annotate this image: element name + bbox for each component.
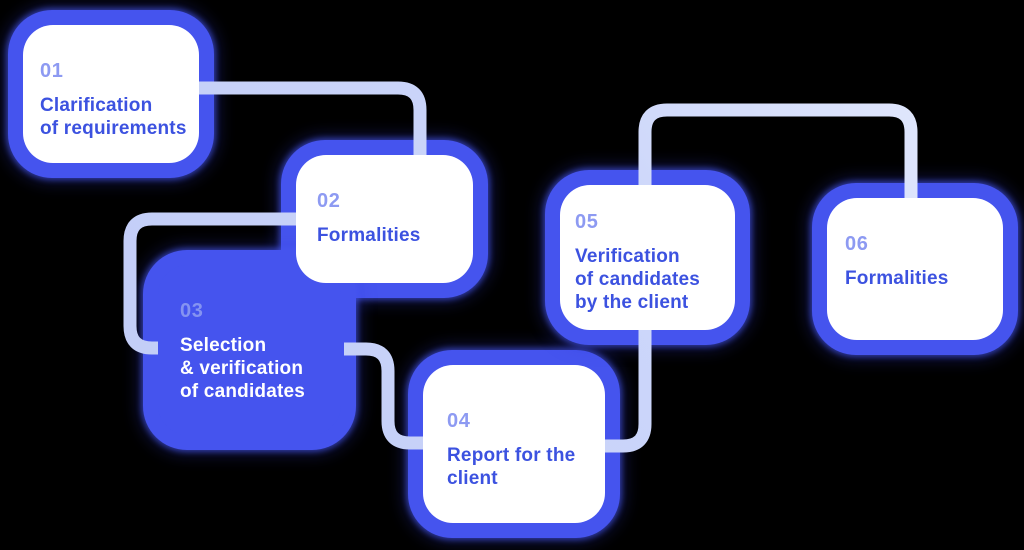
step-01-card: 01 Clarification of requirements — [23, 25, 199, 163]
step-01-label: Clarification of requirements — [40, 95, 187, 139]
step-02-label: Formalities — [317, 225, 421, 246]
step-03-number: 03 — [180, 300, 204, 322]
step-06-card: 06 Formalities — [827, 198, 1003, 340]
step-04-number: 04 — [447, 410, 471, 432]
step-01-number: 01 — [40, 60, 64, 82]
step-03-label: Selection & verification of candidates — [180, 335, 306, 402]
step-02-number: 02 — [317, 190, 341, 212]
step-04-label: Report for the client — [447, 445, 576, 489]
step-05-card: 05 Verification of candidates by the cli… — [560, 185, 735, 330]
step-05-label: Verification of candidates by the client — [575, 246, 701, 313]
step-02-card: 02 Formalities — [296, 155, 473, 283]
step-04-card: 04 Report for the client — [423, 365, 605, 523]
step-05-number: 05 — [575, 211, 599, 233]
step-03-card: 03 Selection & verification of candidate… — [158, 265, 341, 435]
step-06-label: Formalities — [845, 268, 949, 289]
step-06-number: 06 — [845, 233, 869, 255]
